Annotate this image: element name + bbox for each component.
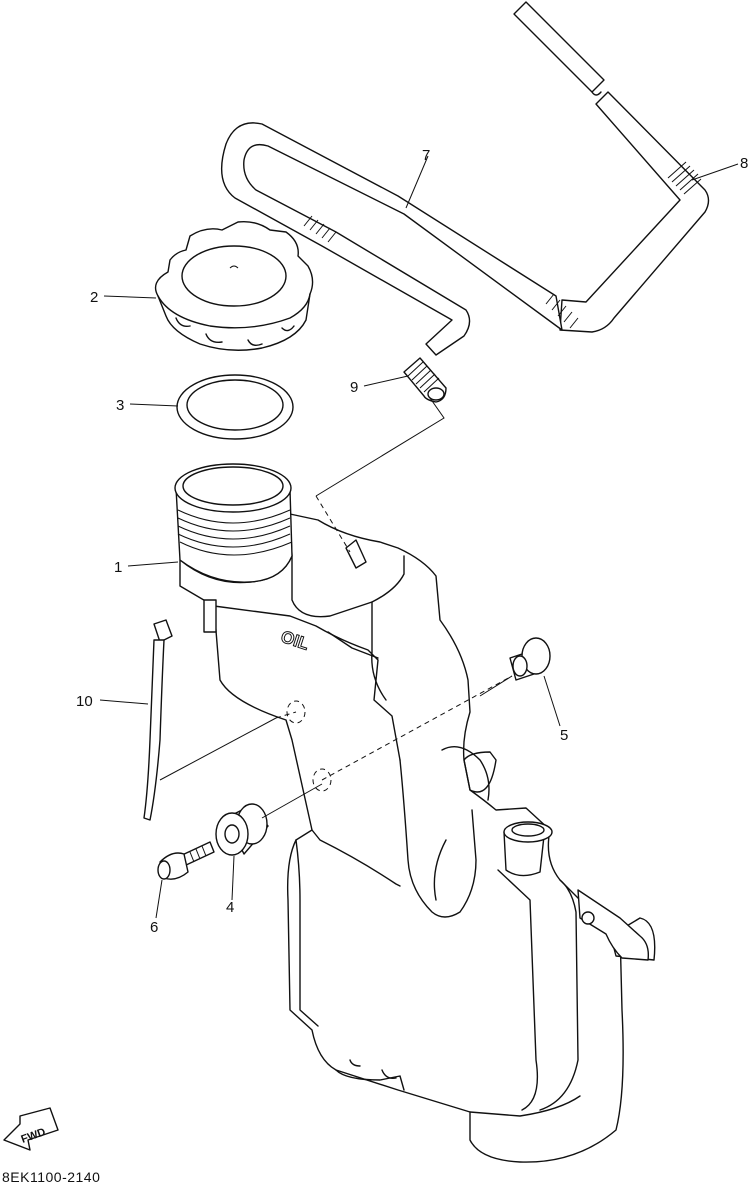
part-1-oil-tank[interactable]: OIL [174,463,656,1163]
callout-7: 7 [422,147,430,164]
part-5-grommet[interactable] [509,637,551,681]
callout-8: 8 [740,155,748,172]
part-3-o-ring[interactable] [176,374,294,440]
callout-10: 10 [76,693,93,710]
part-9-hose-fitting[interactable] [403,357,447,403]
part-2-filler-cap[interactable] [154,220,314,351]
part-7-breather-hose[interactable] [220,122,579,356]
callout-5: 5 [560,727,568,744]
callout-3: 3 [116,397,124,414]
callout-9: 9 [350,379,358,396]
part-10-cable-tie[interactable] [143,619,173,821]
part-4-damper[interactable] [215,803,269,856]
callout-6: 6 [150,919,158,936]
diagram-code: 8EK1100-2140 [2,1169,100,1185]
fwd-arrow-icon: FWD [3,1107,59,1151]
callout-2: 2 [90,289,98,306]
part-6-bolt[interactable] [157,841,215,880]
callout-1: 1 [114,559,122,576]
leader-lines [99,155,739,919]
part-8-breather-hose[interactable] [513,1,710,333]
assembly-lines [159,397,513,819]
callout-4: 4 [226,899,234,916]
